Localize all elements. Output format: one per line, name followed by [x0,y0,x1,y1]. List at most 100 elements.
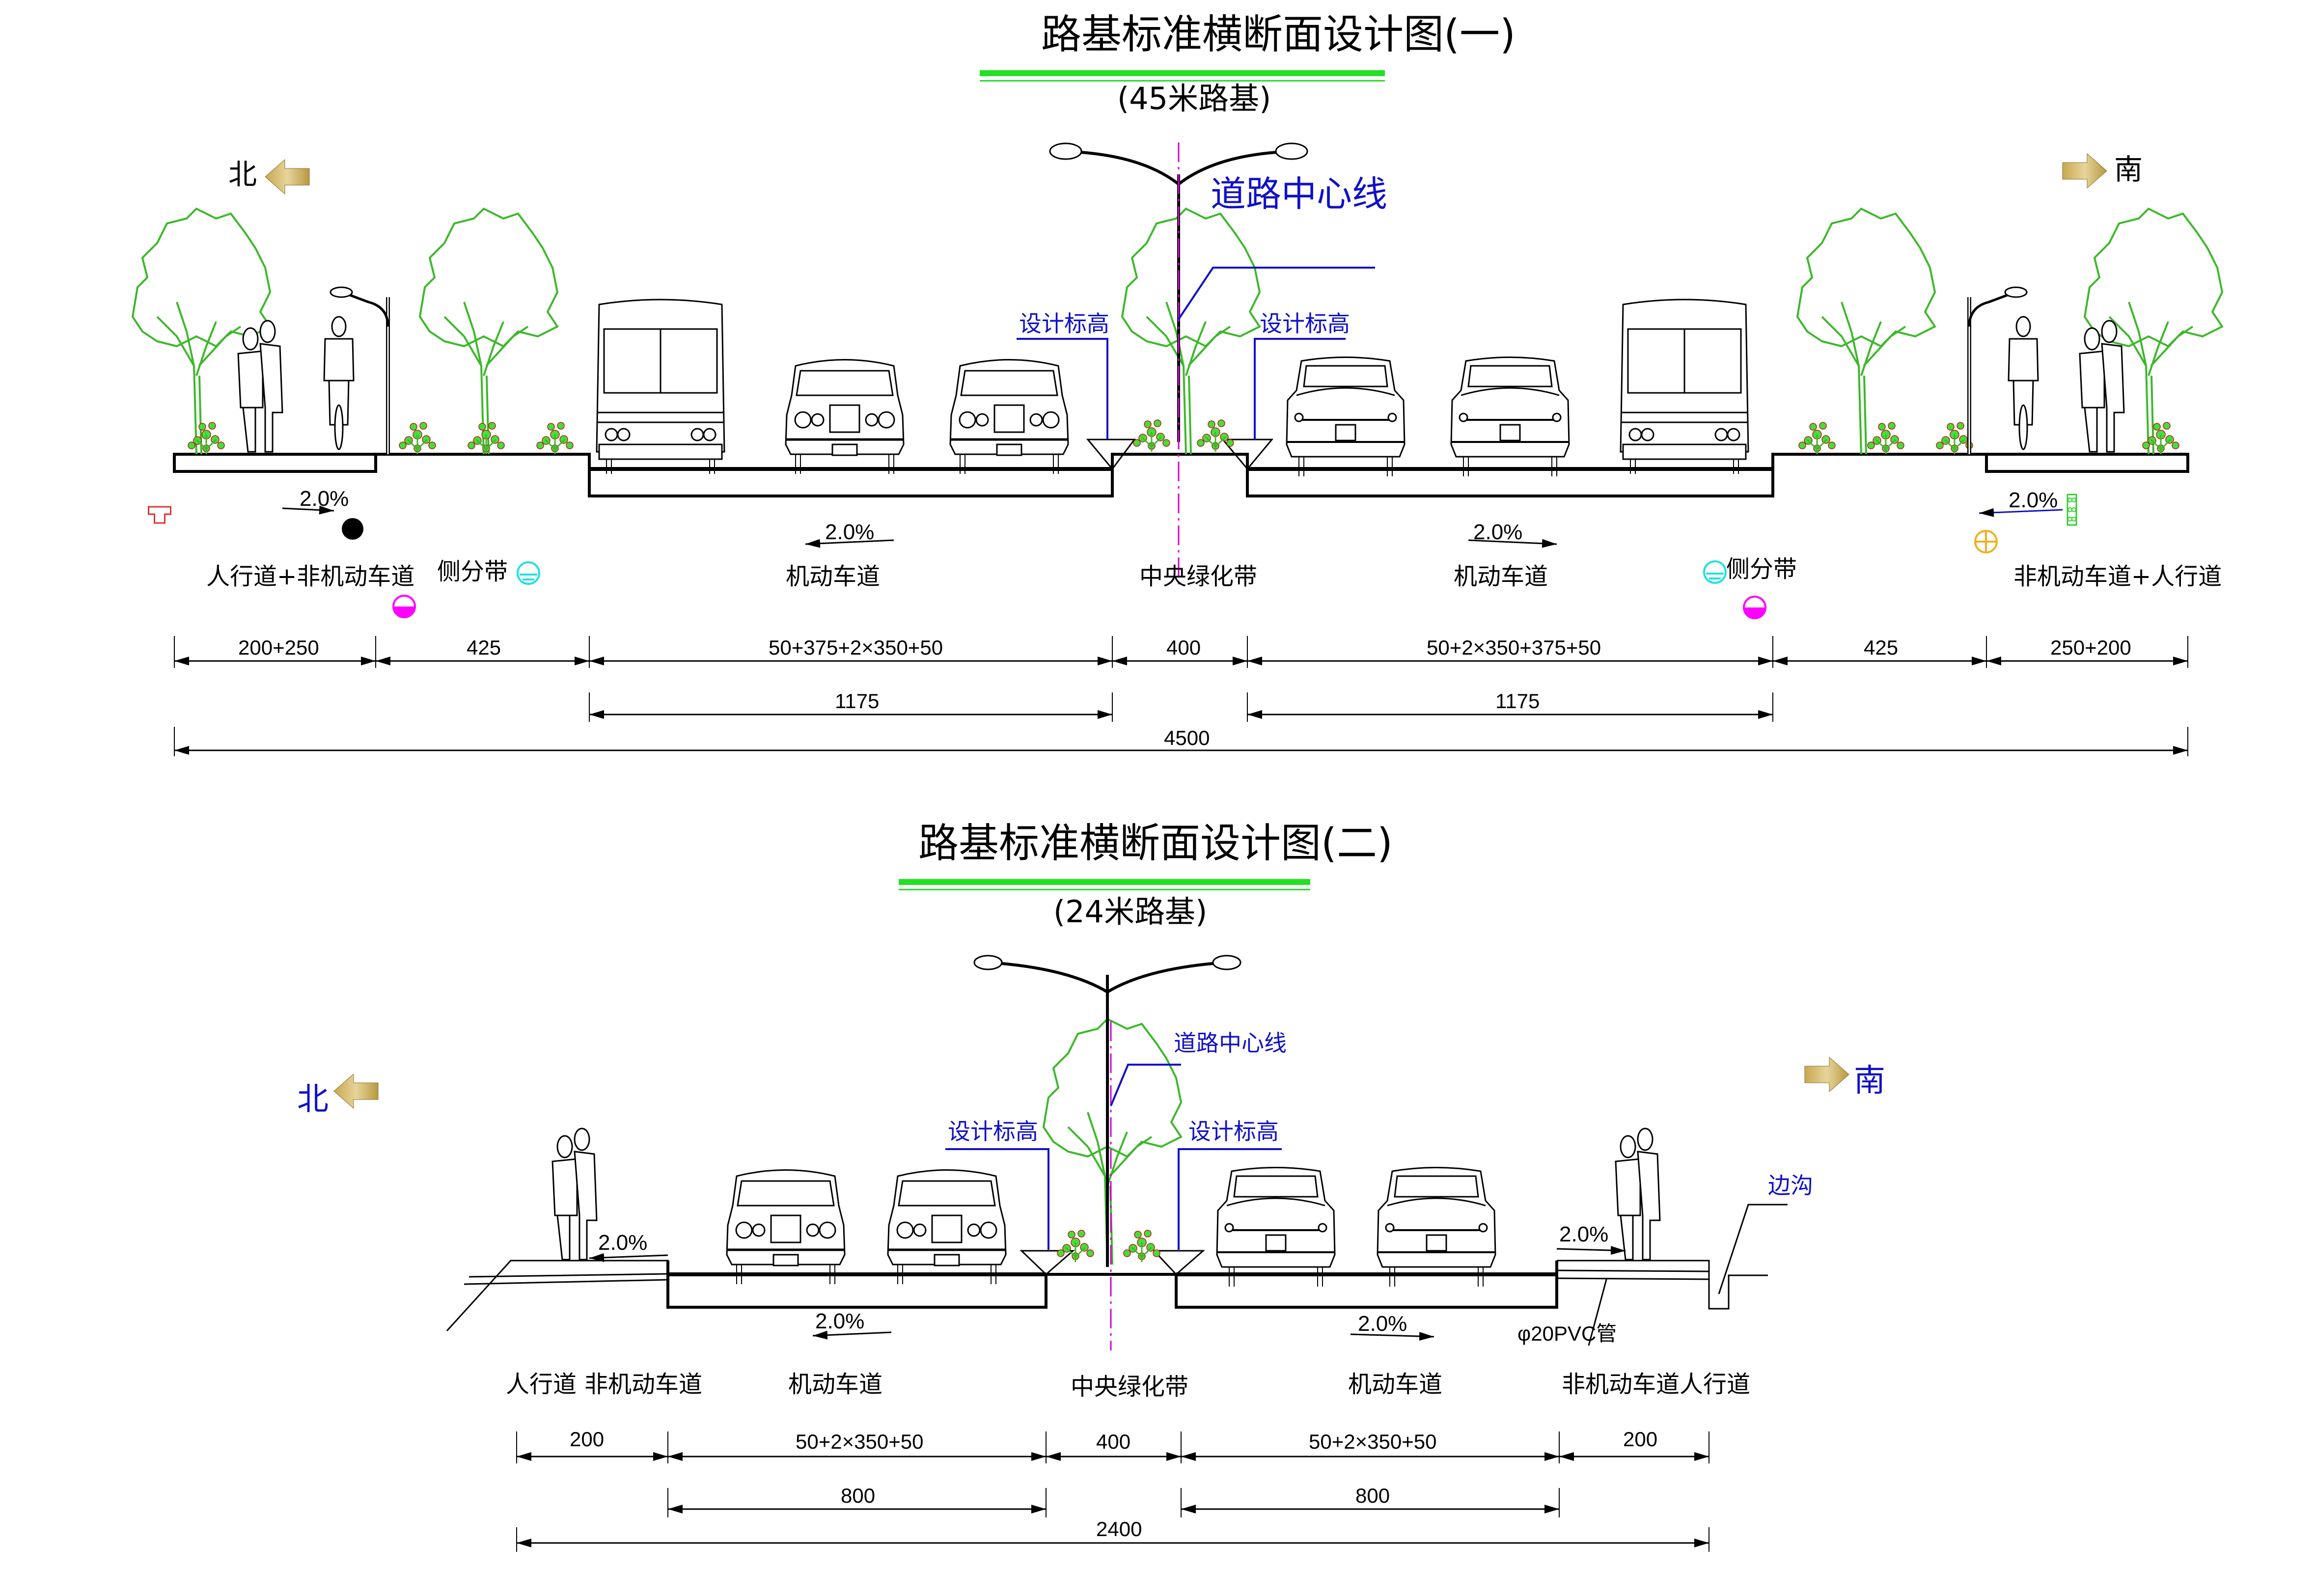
median-curb-right [1221,439,1274,470]
manhole-icon [342,518,363,540]
slope-arrow [1556,1246,1626,1255]
shrub-icon [1798,421,1836,455]
zone-label: 机动车道 [1454,563,1548,590]
zone-label: 中央绿化带 [1071,1373,1188,1401]
slope-label: 2.0% [1358,1312,1407,1336]
south-label: 南 [1854,1063,1885,1099]
shrub-icon [536,421,574,455]
dimension-label: 50+375+2×350+50 [769,636,943,659]
south-arrow-icon [1804,1057,1849,1092]
design-elevation-label-left: 设计标高 [948,1118,1038,1145]
car-front-icon [950,360,1068,474]
north-label: 北 [297,1081,329,1118]
shrub-icon [1935,421,1974,455]
shrub-icon [1123,1229,1161,1263]
design-elevation-leader-right [1254,338,1346,440]
cable-well-icon [517,561,540,585]
slope-arrow [805,539,894,548]
sidewalk-left-slab [173,453,377,473]
ditch-slope [1718,1204,1788,1294]
pvc-pipe-leader [1588,1277,1608,1346]
shrub-icon [1867,421,1905,455]
section-2: 路基标准横断面设计图(二) (24米路基) 北 南 [297,820,1885,1552]
centerline-leader [1178,267,1375,320]
dimension-row-2 [589,692,1773,722]
drain-inlet-icon [148,506,171,524]
median-curb-right [1152,1250,1205,1276]
pedestrians-icon [2079,320,2125,453]
zone-label: 侧分带 [1726,555,1797,583]
north-label: 北 [228,158,257,191]
pedestrians-icon [237,320,283,453]
cable-well-icon [1703,560,1727,584]
slope-label: 2.0% [300,487,349,511]
design-elevation-label-right: 设计标高 [1188,1118,1279,1145]
section-1-title: 路基标准横断面设计图(一) [1041,11,1516,58]
zone-label: 机动车道 [786,563,880,590]
dimension-label: 400 [1096,1430,1130,1453]
dimension-label: 50+2×350+50 [796,1430,923,1453]
design-elevation-leader-left [1017,338,1108,440]
shrub-icon [398,421,437,455]
shrub-icon [1132,419,1171,453]
dimension-label: 200 [570,1428,604,1451]
slope-label: 2.0% [598,1231,647,1255]
car-rear-icon [1286,356,1406,477]
dimension-label: 1175 [835,689,879,713]
south-label: 南 [2114,153,2143,186]
slope-arrow [1468,539,1557,548]
centerline-leader [1110,1064,1181,1106]
slope-label: 2.0% [825,520,874,544]
gas-pipe-icon [1974,530,1998,553]
title-underline-thick [980,70,1385,76]
dimension-label: 800 [1355,1484,1390,1507]
median-curb-left [1020,1250,1075,1276]
pedestrians-icon [1615,1128,1661,1261]
dimension-total [516,1527,1709,1552]
zone-label: 侧分带 [437,558,508,585]
zone-label: 机动车道 [788,1371,882,1398]
zone-label: 非机动车道人行道 [1562,1371,1750,1398]
car-front-icon [786,360,904,474]
pedestrians-icon [551,1128,598,1261]
zone-label: 人行道+非机动车道 [206,563,414,590]
telecom-duct-icon [2067,494,2077,526]
centerline-label: 道路中心线 [1174,1030,1287,1056]
title-underline-thin [899,889,1310,890]
zone-label: 非机动车道 [584,1371,702,1398]
water-pipe-icon [1743,596,1766,619]
dimension-label: 50+2×350+375+50 [1427,636,1601,659]
cyclist-icon [2008,316,2039,450]
north-arrow-icon [333,1073,379,1109]
car-rear-icon [1450,356,1570,477]
dimension-label: 200+250 [238,636,319,659]
zone-label: 中央绿化带 [1139,563,1257,590]
dimension-label: 425 [467,636,501,659]
dimension-row-1 [516,1431,1709,1463]
tree-icon [1043,1018,1182,1266]
bus-front-icon [596,299,725,475]
slope-label: 2.0% [1559,1222,1608,1246]
dimension-total [174,727,2188,756]
design-elevation-label-left: 设计标高 [1019,310,1109,337]
dimension-label: 50+2×350+50 [1309,1430,1436,1453]
double-street-lamp-icon [973,955,1241,1267]
tree-icon [1796,208,1936,455]
dimension-label: 1175 [1495,689,1540,713]
roadbed-profile [666,1261,1558,1309]
slope-arrow [812,1330,892,1340]
design-elevation-leader-left [945,1148,1049,1250]
car-rear-icon [1377,1166,1496,1288]
dimension-label: 250+200 [2050,636,2131,659]
centerline-label: 道路中心线 [1211,173,1387,215]
water-pipe-icon [392,595,416,618]
title-underline-thick [899,879,1310,885]
median-curb-left [1086,439,1136,470]
north-arrow-icon [265,159,310,194]
design-elevation-label-right: 设计标高 [1260,310,1350,337]
shrub-icon [467,421,505,455]
cyclist-icon [323,316,355,450]
dimension-total-label: 4500 [1164,726,1210,749]
shrub-icon [187,421,225,455]
